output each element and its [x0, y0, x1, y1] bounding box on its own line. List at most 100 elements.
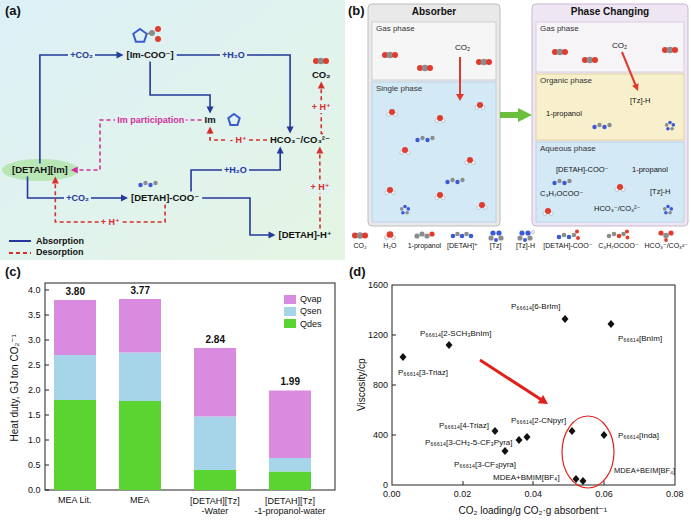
arrow-head [121, 194, 128, 201]
panel-b-art-part [459, 57, 461, 95]
panel-d-chart-part [538, 395, 548, 404]
panel-a-art-part [313, 58, 329, 65]
text-label: P₆₆₆₁₄[3-CH₃-5-CF₃Pyra] [425, 438, 513, 447]
panel-b-art-part [387, 109, 397, 117]
text-label: P₆₆₆₁₄[3-CF₃pyra] [454, 460, 516, 469]
species-node: CO₂ [309, 69, 333, 82]
legend-text: Qvap [300, 294, 322, 304]
text-label: 2.0 [28, 385, 41, 395]
species-node: [DETAH]-H⁺ [276, 229, 335, 242]
text-label: 1-propanol [546, 110, 582, 119]
panel-d-chart-part-part [400, 353, 407, 361]
panel-c-chart-part [194, 417, 236, 471]
text-label: [DETAH][Tz] -1-propanol-water [255, 496, 326, 517]
species-name: [DETAH]-H⁺ [279, 230, 332, 241]
arrow-head [207, 107, 214, 114]
text-label: 0.08 [666, 489, 684, 499]
phase-region: AbsorberGas phaseSingle phase [368, 4, 500, 226]
panel-b-art-part [536, 22, 684, 72]
legend-item: Qsen [284, 306, 322, 316]
panel-d-chart-part [400, 315, 615, 485]
legend-text: Qdes [300, 319, 322, 329]
panel-a-art-part [138, 181, 157, 187]
text-label: 800 [373, 380, 388, 390]
text-label: P₆₆₆₁₄[2-SCH₃BnIm] [420, 329, 491, 338]
text-label: Heat duty, GJ ton CO₂⁻¹ [8, 334, 20, 441]
panel-d-chart-part-part [446, 341, 453, 349]
atom [617, 234, 622, 239]
phase-region: Gas phase [372, 22, 496, 80]
panel-a-art-part [155, 26, 161, 32]
text-label: 1.0 [28, 435, 41, 445]
panel-c-chart-part [54, 355, 96, 400]
atom [488, 235, 493, 240]
panel-b-art-part [417, 65, 433, 72]
panel-d-chart-part-part [492, 427, 499, 435]
legend-swatch [284, 307, 296, 316]
legend-item: Desorption [8, 247, 84, 257]
legend-item: C₃H₇OCOO⁻ [598, 229, 638, 250]
text-label: Viscosity/cp [355, 358, 367, 411]
text-label: 3.5 [28, 310, 41, 320]
text-label: 2.84 [206, 334, 225, 346]
panel-letter: (d) [349, 265, 366, 280]
atom [626, 236, 630, 240]
edge-label: +H₂O [220, 50, 247, 60]
panel-d-chart-part-part [580, 477, 587, 485]
legend-line [9, 252, 31, 254]
molecule-icon [654, 229, 678, 242]
legend-item: 1-propanol [408, 229, 441, 250]
atom [460, 234, 465, 239]
legend-text: 1-propanol [408, 242, 441, 250]
species-node: [DETAH]-COO⁻ [128, 192, 202, 205]
panel-b-art-part [552, 179, 571, 185]
atom [425, 233, 430, 238]
text-label: 1600 [368, 280, 388, 290]
panel-b-art-part [435, 115, 445, 123]
atom [523, 238, 527, 242]
legend-item: Qvap [284, 294, 322, 304]
region-heading: Single phase [376, 84, 492, 93]
connector-line [202, 198, 270, 235]
panel-b-art-part [445, 178, 464, 184]
connector [202, 198, 275, 239]
atom [576, 236, 580, 240]
atom [664, 238, 668, 242]
legend-text: H₂O [383, 242, 396, 250]
panel-d-chart-part-part [601, 431, 608, 439]
panel-d-chart-part-part [569, 427, 576, 435]
text-label: 0.04 [525, 489, 543, 499]
atom [415, 233, 420, 238]
connector [71, 120, 202, 174]
arrow-head [207, 126, 214, 133]
panel-a-art [0, 0, 345, 260]
species-node: [DETAH][Im] [9, 164, 71, 177]
panel-b-art-part [456, 94, 464, 101]
legend-item: CO₂ [348, 229, 372, 250]
connector-line [177, 55, 290, 129]
atom [663, 233, 669, 239]
panel-b-art-part [435, 192, 445, 200]
legend-item: HCO₃⁻/CO₃²⁻ [645, 229, 688, 250]
panel-c-chart-part [54, 300, 96, 355]
atom [451, 234, 456, 239]
species-name: [DETAH][Im] [12, 165, 68, 176]
legend: AbsorptionDesorption [8, 236, 84, 259]
text-label: 0.5 [28, 460, 41, 470]
panel-a-art-part [133, 29, 146, 42]
panel-b-art-part [368, 4, 500, 226]
panel-letter: (c) [5, 265, 21, 280]
legend-item: Absorption [8, 236, 84, 246]
atom [607, 234, 612, 239]
region-heading: Organic phase [540, 76, 680, 85]
text-label: P₆₆₆₁₄[4-Triaz] [439, 421, 489, 430]
panel-a-art-part [149, 30, 155, 36]
panel-c-chart-part [269, 472, 311, 491]
legend-text: CO₂ [353, 242, 366, 250]
atom [562, 233, 567, 238]
panel-b-art-part [415, 136, 434, 142]
text-label: 0.0 [28, 485, 41, 495]
text-label: HCO₃⁻/CO₃²⁻ [594, 205, 641, 214]
panel-b-art [368, 4, 688, 226]
connector-line [76, 120, 202, 170]
